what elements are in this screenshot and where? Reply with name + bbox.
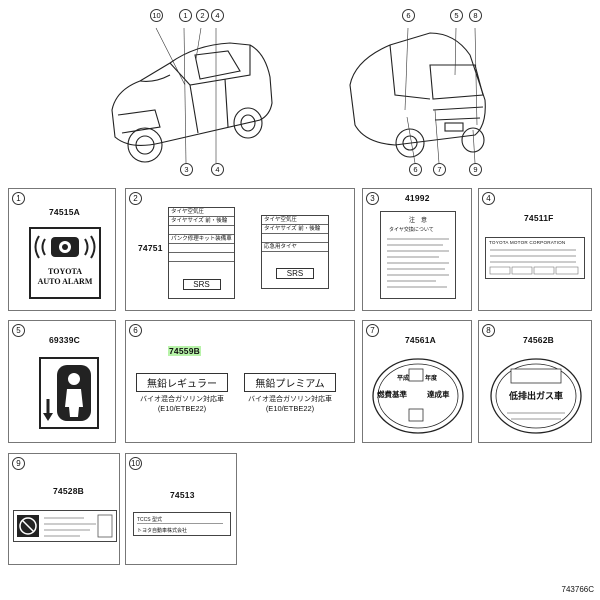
- auto-alarm-label: TOYOTA AUTO ALARM: [29, 227, 101, 299]
- part-number: 74559B: [168, 346, 201, 356]
- no-hand-icon: [17, 514, 113, 538]
- model-plate-label: TCCS 型式 トヨタ自動車株式会社: [133, 512, 231, 536]
- callout-right-6b: 6: [409, 163, 422, 176]
- panel-3: 3 41992 注 意 タイヤ交換について: [362, 188, 472, 311]
- panel-6: 6 74559B 無鉛レギュラー バイオ混合ガソリン対応車 (E10/ETBE2…: [125, 320, 355, 443]
- label-row-1: タイヤ空気圧: [169, 208, 234, 217]
- label-row-2: タイヤサイズ 前・後輪: [169, 217, 234, 226]
- panel-2: 2 74751 タイヤ空気圧 タイヤサイズ 前・後輪 パンク修理キット装備車 S…: [125, 188, 355, 311]
- label-row-1: タイヤ空気圧: [262, 216, 328, 225]
- panel-number: 6: [129, 324, 142, 337]
- fuel-economy-oval: [372, 358, 464, 434]
- alarm-icon: [34, 235, 96, 259]
- part-number: 74515A: [49, 207, 80, 217]
- fuel-bio: バイオ混合ガソリン対応車: [140, 396, 224, 403]
- label-row-blank: [262, 234, 328, 243]
- label-row-2: タイヤサイズ 前・後輪: [262, 225, 328, 234]
- low-emission-oval: [490, 358, 582, 434]
- model-plate-line-1: TCCS 型式: [137, 516, 223, 524]
- car-rear-illustration: [349, 27, 486, 164]
- label-row-blank: [262, 252, 328, 261]
- callout-left-10: 10: [150, 9, 163, 22]
- part-number: 74561A: [405, 335, 436, 345]
- vehicle-plate-label: TOYOTA MOTOR CORPORATION: [485, 237, 585, 279]
- tire-pressure-label-a: タイヤ空気圧 タイヤサイズ 前・後輪 パンク修理キット装備車 SRS: [168, 207, 235, 299]
- srs-mark: SRS: [182, 279, 221, 290]
- panel-10: 10 74513 TCCS 型式 トヨタ自動車株式会社: [125, 453, 237, 565]
- part-number: 69339C: [49, 335, 80, 345]
- srs-mark: SRS: [276, 268, 314, 279]
- fuel-name-box: 無鉛プレミアム: [244, 373, 336, 392]
- fuel-bio: バイオ混合ガソリン対応車: [248, 396, 332, 403]
- panel-1: 1 74515A TOYOTA AUTO ALARM: [8, 188, 116, 311]
- fuel-premium-label: 無鉛プレミアム バイオ混合ガソリン対応車 (E10/ETBE22): [244, 373, 336, 421]
- fuel-economy-standard: 燃費基準: [377, 390, 407, 399]
- callout-right-5: 5: [450, 9, 463, 22]
- alarm-text-2: AUTO ALARM: [37, 277, 93, 286]
- label-row-blank: [169, 262, 234, 271]
- panel-8: 8 74562B 低排出ガス車: [478, 320, 592, 443]
- panel-number: 7: [366, 324, 379, 337]
- car-front-illustration: [111, 27, 273, 164]
- low-emission-text: 低排出ガス車: [508, 391, 563, 401]
- panel-number: 2: [129, 192, 142, 205]
- fuel-economy-nendo: 年度: [425, 376, 438, 382]
- alarm-text-1: TOYOTA: [48, 267, 82, 276]
- child-seat-label: [39, 357, 99, 429]
- label-row-blank: [169, 244, 234, 253]
- panel-4: 4 74511F TOYOTA MOTOR CORPORATION: [478, 188, 592, 311]
- panel-number: 10: [129, 457, 142, 470]
- panel-5: 5 69339C: [8, 320, 116, 443]
- panel-7: 7 74561A 平成 年度 燃費基準 達成車: [362, 320, 472, 443]
- diagram-code: 743766C: [561, 585, 594, 594]
- plate-lines: [489, 249, 579, 275]
- panel-9: 9 74528B: [8, 453, 120, 565]
- tire-pressure-label-b: タイヤ空気圧 タイヤサイズ 前・後輪 応急用タイヤ SRS: [261, 215, 329, 289]
- part-number: 74528B: [53, 486, 84, 496]
- label-row-3: 応急用タイヤ: [262, 243, 328, 252]
- callout-right-6a: 6: [402, 9, 415, 22]
- caution-text-lines: [387, 238, 449, 288]
- fuel-economy-heisei: 平成: [397, 376, 410, 382]
- fuel-name-box: 無鉛レギュラー: [136, 373, 228, 392]
- warning-sticker: [13, 510, 117, 542]
- callout-right-9: 9: [469, 163, 482, 176]
- caution-title: 注 意: [408, 218, 427, 224]
- caution-line: タイヤ交換について: [389, 227, 434, 233]
- fuel-spec: (E10/ETBE22): [265, 404, 315, 413]
- fuel-regular-label: 無鉛レギュラー バイオ混合ガソリン対応車 (E10/ETBE22): [136, 373, 228, 421]
- panel-number: 1: [12, 192, 25, 205]
- caution-label: 注 意 タイヤ交換について: [380, 211, 456, 299]
- plate-header: TOYOTA MOTOR CORPORATION: [489, 240, 566, 245]
- label-row-blank: [169, 226, 234, 235]
- panel-number: 9: [12, 457, 25, 470]
- model-plate-line-2: トヨタ自動車株式会社: [137, 528, 188, 534]
- child-seat-icon: [43, 365, 91, 421]
- label-row-3: パンク修理キット装備車: [169, 235, 234, 244]
- callout-left-1: 1: [179, 9, 192, 22]
- fuel-spec: (E10/ETBE22): [157, 404, 207, 413]
- callout-left-2: 2: [196, 9, 209, 22]
- callout-left-4b: 4: [211, 163, 224, 176]
- panel-number: 5: [12, 324, 25, 337]
- callout-right-7: 7: [433, 163, 446, 176]
- panel-number: 8: [482, 324, 495, 337]
- label-row-blank: [169, 253, 234, 262]
- part-number: 41992: [405, 193, 430, 203]
- panel-number: 3: [366, 192, 379, 205]
- part-number: 74562B: [523, 335, 554, 345]
- part-number: 74751: [138, 243, 163, 253]
- panel-number: 4: [482, 192, 495, 205]
- fuel-economy-achieved: 達成車: [427, 390, 450, 399]
- callout-right-8: 8: [469, 9, 482, 22]
- callout-left-4a: 4: [211, 9, 224, 22]
- part-number: 74511F: [524, 213, 554, 223]
- part-number: 74513: [170, 490, 195, 500]
- callout-left-3: 3: [180, 163, 193, 176]
